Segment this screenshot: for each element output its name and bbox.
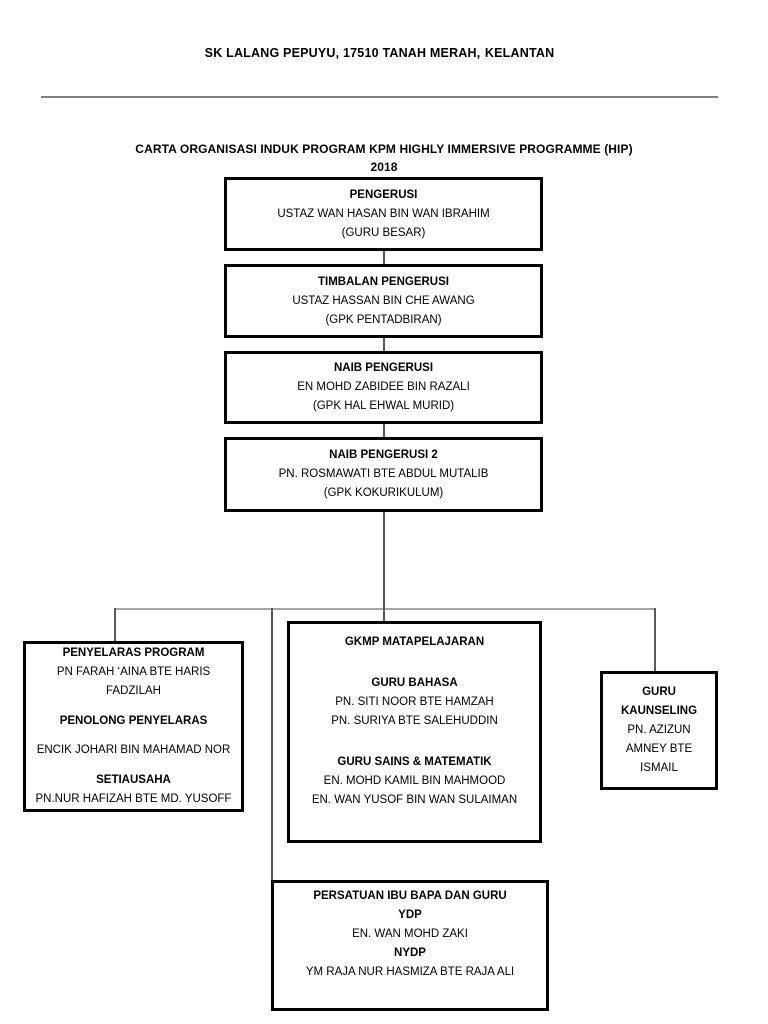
- node-timbalan-pengerusi-role: (GPK PENTADBIRAN): [325, 313, 442, 326]
- chart-title-line-1: CARTA ORGANISASI INDUK PROGRAM KPM HIGHL…: [135, 142, 633, 156]
- guru-sains-matematik-title: GURU SAINS & MATEMATIK: [337, 755, 492, 768]
- gkmp-spacer-5: [290, 810, 539, 821]
- penyelaras-spacer-2: [26, 731, 241, 742]
- node-timbalan-pengerusi-title: TIMBALAN PENGERUSI: [318, 275, 449, 288]
- node-naib-pengerusi-role: (GPK HAL EHWAL MURID): [312, 400, 455, 412]
- node-penyelaras-program[interactable]: PENYELARAS PROGRAM PN FARAH ‘AINA BTE HA…: [23, 641, 244, 812]
- connector-naib2-to-bar: [383, 511, 385, 609]
- node-pengerusi[interactable]: PENGERUSI USTAZ WAN HASAN BIN WAN IBRAHI…: [224, 177, 543, 251]
- penyelaras-program-name-2: FADZILAH: [106, 685, 161, 697]
- node-pibg[interactable]: PERSATUAN IBU BAPA DAN GURU YDP EN. WAN …: [271, 880, 549, 1011]
- connector-pengerusi-to-timbalan: [383, 250, 385, 264]
- pibg-spacer-2: [274, 993, 546, 1004]
- pibg-title: PERSATUAN IBU BAPA DAN GURU: [313, 890, 507, 902]
- header-divider-rule: [41, 96, 718, 98]
- node-naib-pengerusi-2-title: NAIB PENGERUSI 2: [329, 449, 438, 461]
- node-pengerusi-name: USTAZ WAN HASAN BIN WAN IBRAHIM: [277, 207, 490, 220]
- setiausaha-name: PN.NUR HAFIZAH BTE MD. YUSOFF: [35, 793, 232, 806]
- node-naib-pengerusi-2-name: PN. ROSMAWATI BTE ABDUL MUTALIB: [278, 468, 489, 480]
- document-header: SK LALANG PEPUYU, 17510 TANAH MERAH, KEL…: [41, 44, 718, 62]
- pibg-role-nydp: NYDP: [394, 947, 426, 959]
- gkmp-spacer-3: [290, 731, 539, 742]
- node-guru-kaunseling[interactable]: GURU KAUNSELING PN. AZIZUN AMNEY BTE ISM…: [600, 671, 718, 790]
- gkmp-spacer-1: [290, 652, 539, 663]
- node-gkmp-matapelajaran[interactable]: GKMP MATAPELAJARAN GURU BAHASA PN. SITI …: [287, 621, 542, 843]
- node-pengerusi-title: PENGERUSI: [349, 188, 418, 201]
- connector-bar-to-kaunseling: [654, 608, 656, 671]
- guru-bahasa-title: GURU BAHASA: [371, 676, 458, 689]
- penolong-penyelaras-name: ENCIK JOHARI BIN MAHAMAD NOR: [36, 744, 231, 757]
- guru-kaunseling-name-line-3: ISMAIL: [640, 762, 678, 774]
- penyelaras-program-title: PENYELARAS PROGRAM: [62, 647, 205, 659]
- guru-kaunseling-name-line-2: AMNEY BTE: [625, 743, 693, 755]
- node-naib-pengerusi-name: EN MOHD ZABIDEE BIN RAZALI: [297, 381, 470, 393]
- pibg-name-nydp: YM RAJA NUR HASMIZA BTE RAJA ALI: [305, 966, 515, 978]
- gkmp-spacer-2: [290, 663, 539, 674]
- chart-title-year: 2018: [370, 160, 398, 174]
- guru-sains-matematik-name-1: EN. MOHD KAMIL BIN MAHMOOD: [323, 774, 506, 787]
- chart-title: CARTA ORGANISASI INDUK PROGRAM KPM HIGHL…: [64, 140, 704, 176]
- guru-sains-matematik-name-2: EN. WAN YUSOF BIN WAN SULAIMAN: [311, 793, 518, 806]
- guru-bahasa-name-1: PN. SITI NOOR BTE HAMZAH: [335, 695, 494, 708]
- connector-bar-to-gkmp: [383, 608, 385, 621]
- gkmp-spacer-6: [290, 821, 539, 832]
- penyelaras-spacer-1: [26, 701, 241, 712]
- school-name-line-2: KELANTAN: [484, 46, 555, 60]
- connector-bar-to-pibg: [271, 608, 273, 880]
- pibg-role-ydp: YDP: [398, 909, 422, 921]
- pibg-spacer-1: [274, 982, 546, 993]
- connector-naib-to-naib2: [383, 423, 385, 437]
- penyelaras-spacer-3: [26, 760, 241, 771]
- connector-timbalan-to-naib: [383, 338, 385, 352]
- guru-kaunseling-title-line-1: GURU: [642, 686, 676, 698]
- node-naib-pengerusi-title: NAIB PENGERUSI: [333, 362, 434, 374]
- connector-bar-to-penyelaras: [114, 608, 116, 641]
- node-timbalan-pengerusi[interactable]: TIMBALAN PENGERUSI USTAZ HASSAN BIN CHE …: [224, 264, 543, 338]
- node-naib-pengerusi[interactable]: NAIB PENGERUSI EN MOHD ZABIDEE BIN RAZAL…: [224, 351, 543, 424]
- node-naib-pengerusi-2[interactable]: NAIB PENGERUSI 2 PN. ROSMAWATI BTE ABDUL…: [224, 437, 543, 512]
- setiausaha-title: SETIAUSAHA: [96, 774, 171, 787]
- gkmp-title: GKMP MATAPELAJARAN: [344, 635, 485, 648]
- node-pengerusi-role: (GURU BESAR): [341, 226, 426, 239]
- school-name-line-1: SK LALANG PEPUYU, 17510 TANAH MERAH,: [204, 46, 481, 60]
- guru-bahasa-name-2: PN. SURIYA BTE SALEHUDDIN: [331, 714, 498, 727]
- penyelaras-program-name-1: PN FARAH ‘AINA BTE HARIS: [56, 666, 211, 678]
- penolong-penyelaras-title: PENOLONG PENYELARAS: [59, 714, 208, 727]
- node-naib-pengerusi-2-role: (GPK KOKURIKULUM): [323, 487, 444, 499]
- guru-kaunseling-name-line-1: PN. AZIZUN: [627, 724, 691, 736]
- pibg-name-ydp: EN. WAN MOHD ZAKI: [352, 928, 468, 940]
- guru-kaunseling-title-line-2: KAUNSELING: [620, 705, 698, 717]
- node-timbalan-pengerusi-name: USTAZ HASSAN BIN CHE AWANG: [292, 294, 475, 307]
- gkmp-spacer-4: [290, 742, 539, 753]
